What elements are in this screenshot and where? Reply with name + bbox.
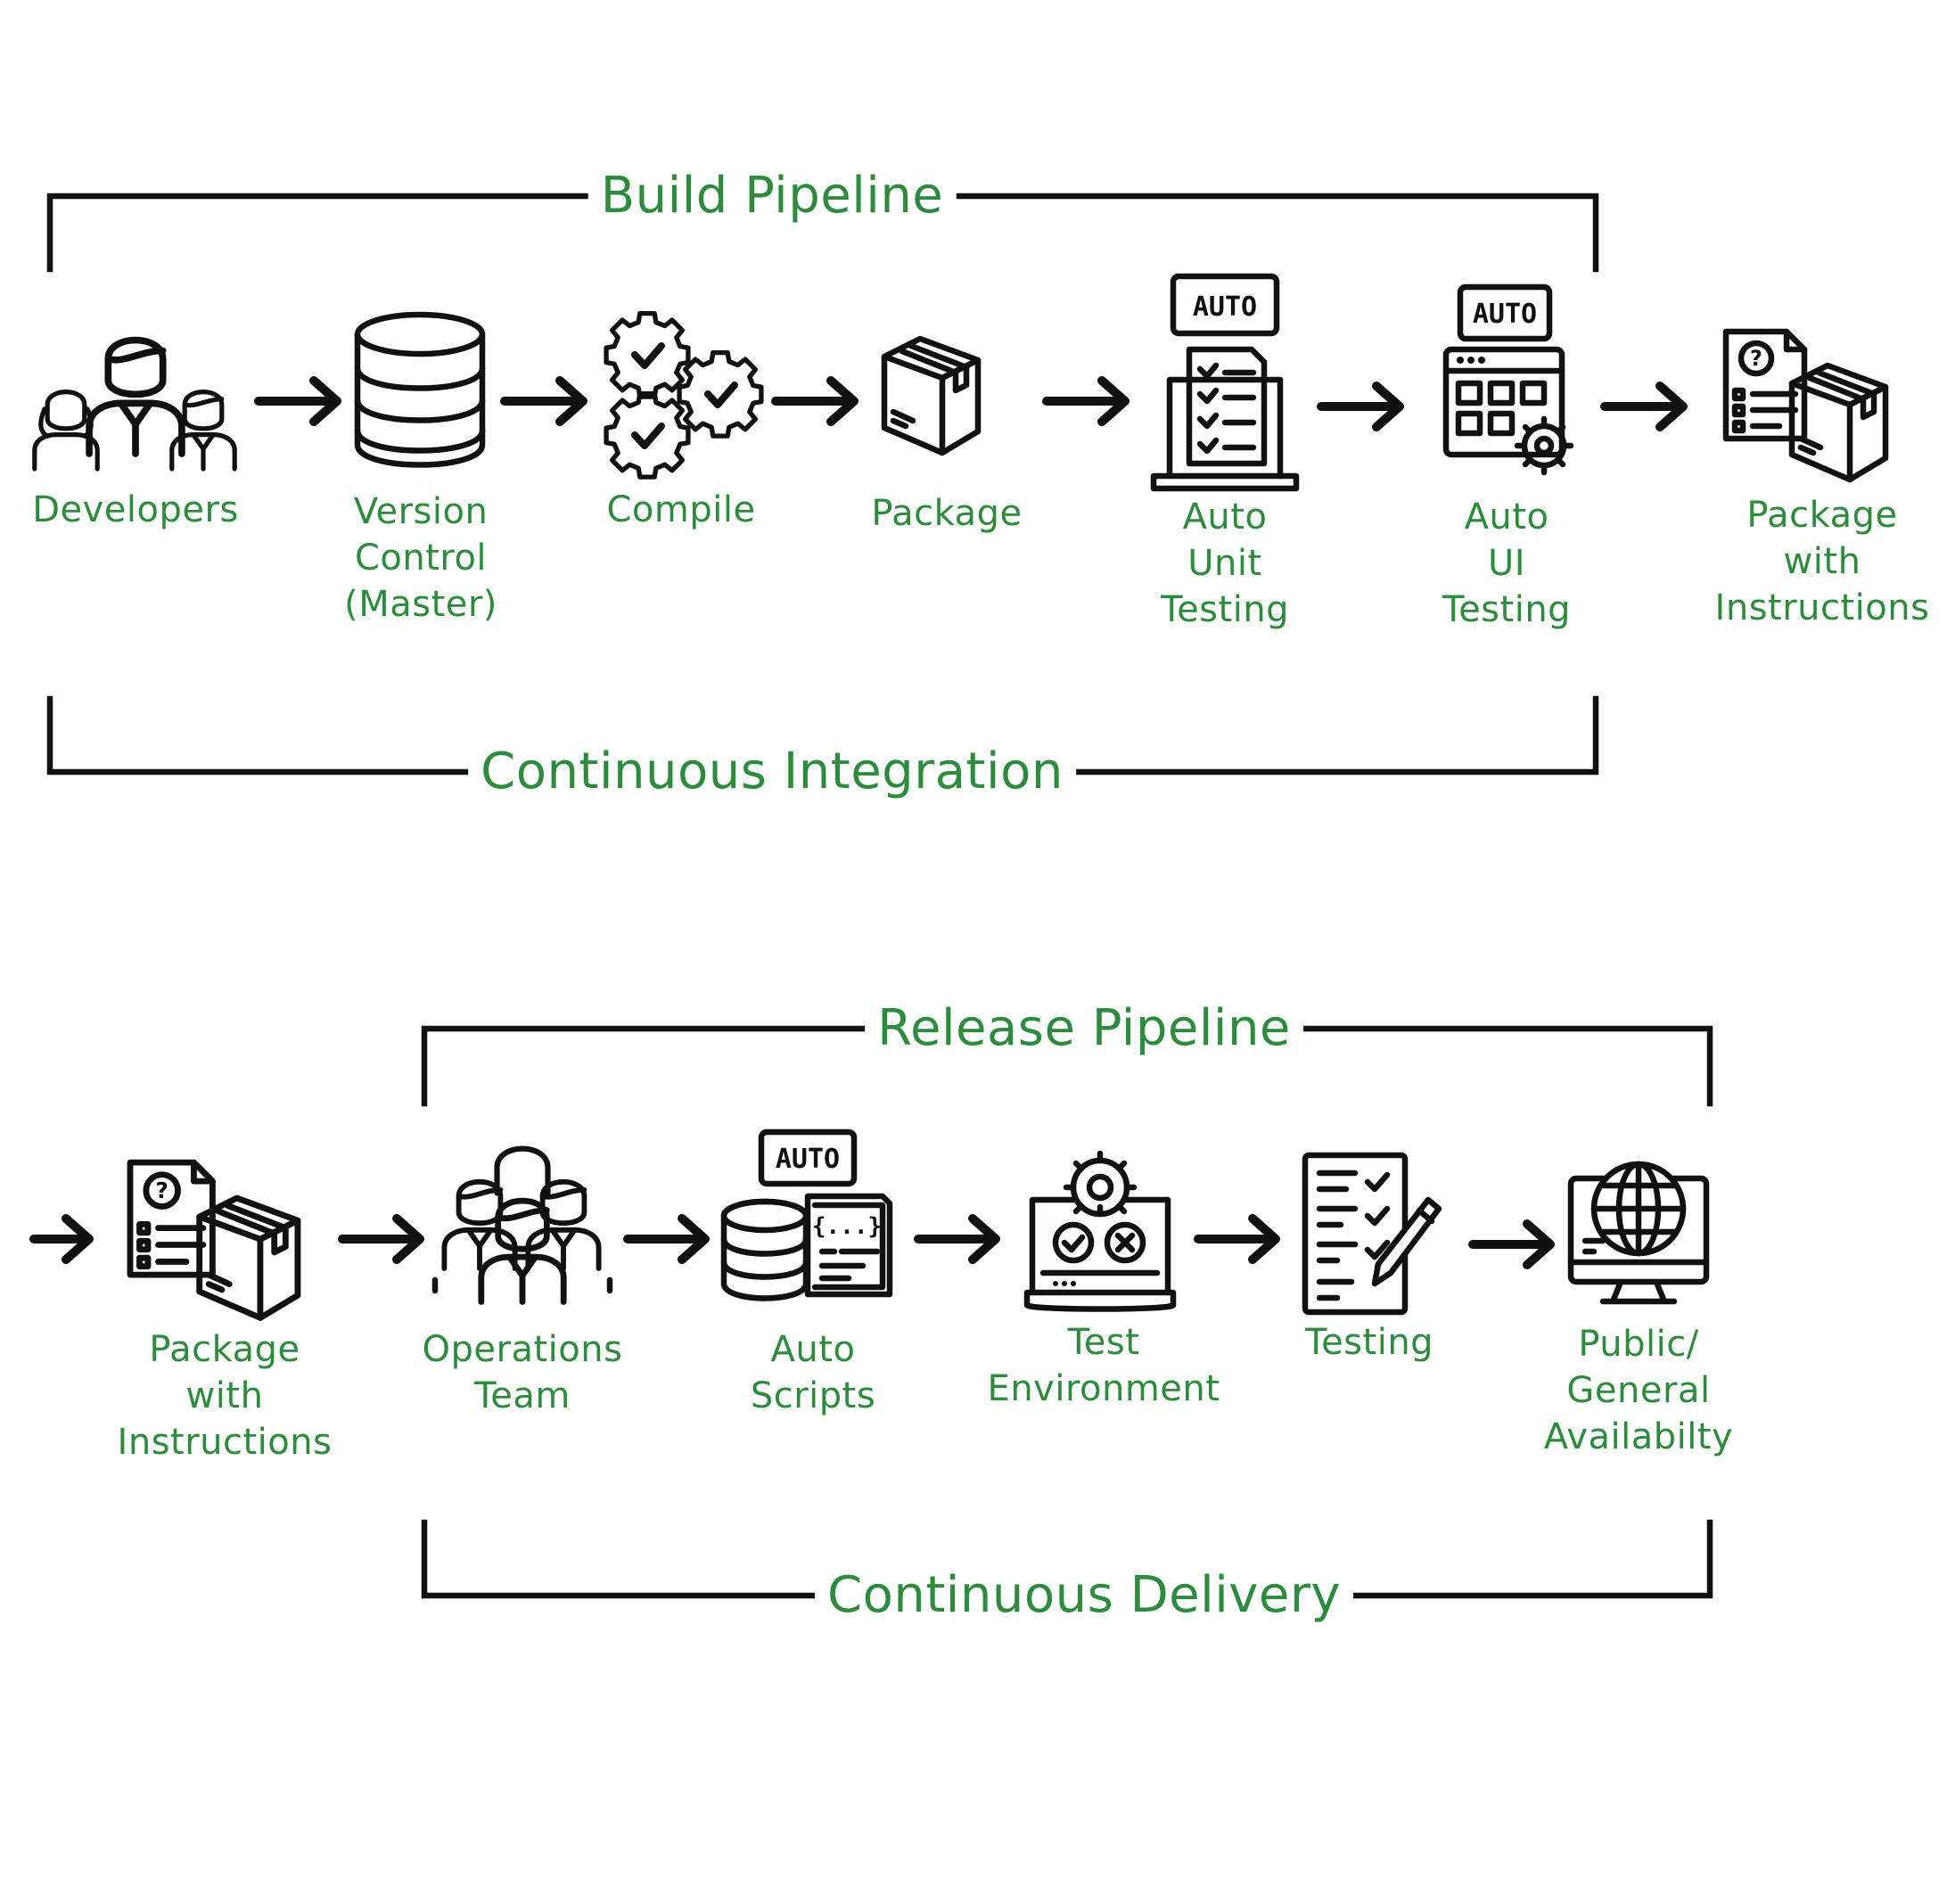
- continuous-integration-bracket: [46, 695, 1599, 776]
- release-pipeline-title: Release Pipeline: [865, 1000, 1303, 1057]
- test-environment-icon: [1023, 1150, 1177, 1312]
- step-label-public-general-availability: Public/ General Availabilty: [1543, 1324, 1734, 1457]
- auto-scripts-icon: AUTO {...}: [720, 1128, 893, 1301]
- developers-icon: [32, 341, 234, 472]
- continuous-integration-title: Continuous Integration: [468, 743, 1076, 800]
- arrow-auto-unit-to-auto-ui: [1317, 382, 1404, 431]
- step-label-version-control: Version Control (Master): [344, 491, 497, 625]
- arrow-operations-to-auto-scripts: [623, 1214, 710, 1264]
- release-pipeline-bracket: [421, 1025, 1713, 1107]
- svg-text:{...}: {...}: [812, 1213, 882, 1240]
- continuous-delivery-bracket: [421, 1519, 1713, 1599]
- arrow-developers-to-version-control: [254, 376, 341, 426]
- package-instructions-icon-release: [130, 1162, 298, 1317]
- global-availability-icon: [1567, 1161, 1710, 1305]
- arrow-package-to-auto-unit: [1042, 376, 1130, 426]
- step-label-test-environment: Test Environment: [987, 1322, 1220, 1409]
- step-label-operations-team: Operations Team: [422, 1329, 623, 1416]
- arrow-auto-ui-to-package-instructions: [1600, 382, 1688, 431]
- operations-team-icon: [431, 1145, 613, 1302]
- svg-text:AUTO: AUTO: [1193, 291, 1257, 323]
- arrow-package-to-operations: [338, 1214, 424, 1264]
- package-box-icon: [884, 339, 978, 453]
- arrow-testing-to-public: [1468, 1219, 1555, 1269]
- auto-unit-testing-icon: AUTO: [1150, 273, 1300, 492]
- step-label-package-with-instructions-build: Package with Instructions: [1714, 495, 1930, 628]
- database-icon: [354, 311, 486, 468]
- step-label-package-with-instructions-release: Package with Instructions: [117, 1329, 333, 1463]
- build-pipeline-bracket: [46, 193, 1599, 273]
- arrow-compile-to-package: [771, 376, 858, 426]
- step-label-auto-scripts: Auto Scripts: [750, 1329, 876, 1416]
- step-label-auto-unit-testing: Auto Unit Testing: [1160, 497, 1290, 630]
- step-label-package: Package: [871, 493, 1023, 534]
- svg-text:AUTO: AUTO: [776, 1144, 840, 1175]
- testing-checklist-icon: [1302, 1152, 1442, 1316]
- gears-check-icon: [606, 314, 761, 477]
- step-label-compile: Compile: [606, 489, 756, 530]
- arrow-into-release: [29, 1214, 94, 1264]
- continuous-delivery-title: Continuous Delivery: [814, 1567, 1354, 1624]
- step-label-developers: Developers: [32, 489, 239, 530]
- svg-text:AUTO: AUTO: [1473, 299, 1537, 330]
- arrow-test-env-to-testing: [1194, 1214, 1280, 1264]
- arrow-auto-scripts-to-test-env: [914, 1214, 1000, 1264]
- step-label-testing: Testing: [1304, 1322, 1434, 1363]
- step-label-auto-ui-testing: Auto UI Testing: [1442, 497, 1572, 630]
- build-pipeline-title: Build Pipeline: [587, 168, 957, 225]
- auto-ui-testing-icon: AUTO: [1442, 283, 1574, 476]
- arrow-version-control-to-compile: [500, 376, 587, 426]
- package-instructions-icon-build: [1726, 332, 1885, 480]
